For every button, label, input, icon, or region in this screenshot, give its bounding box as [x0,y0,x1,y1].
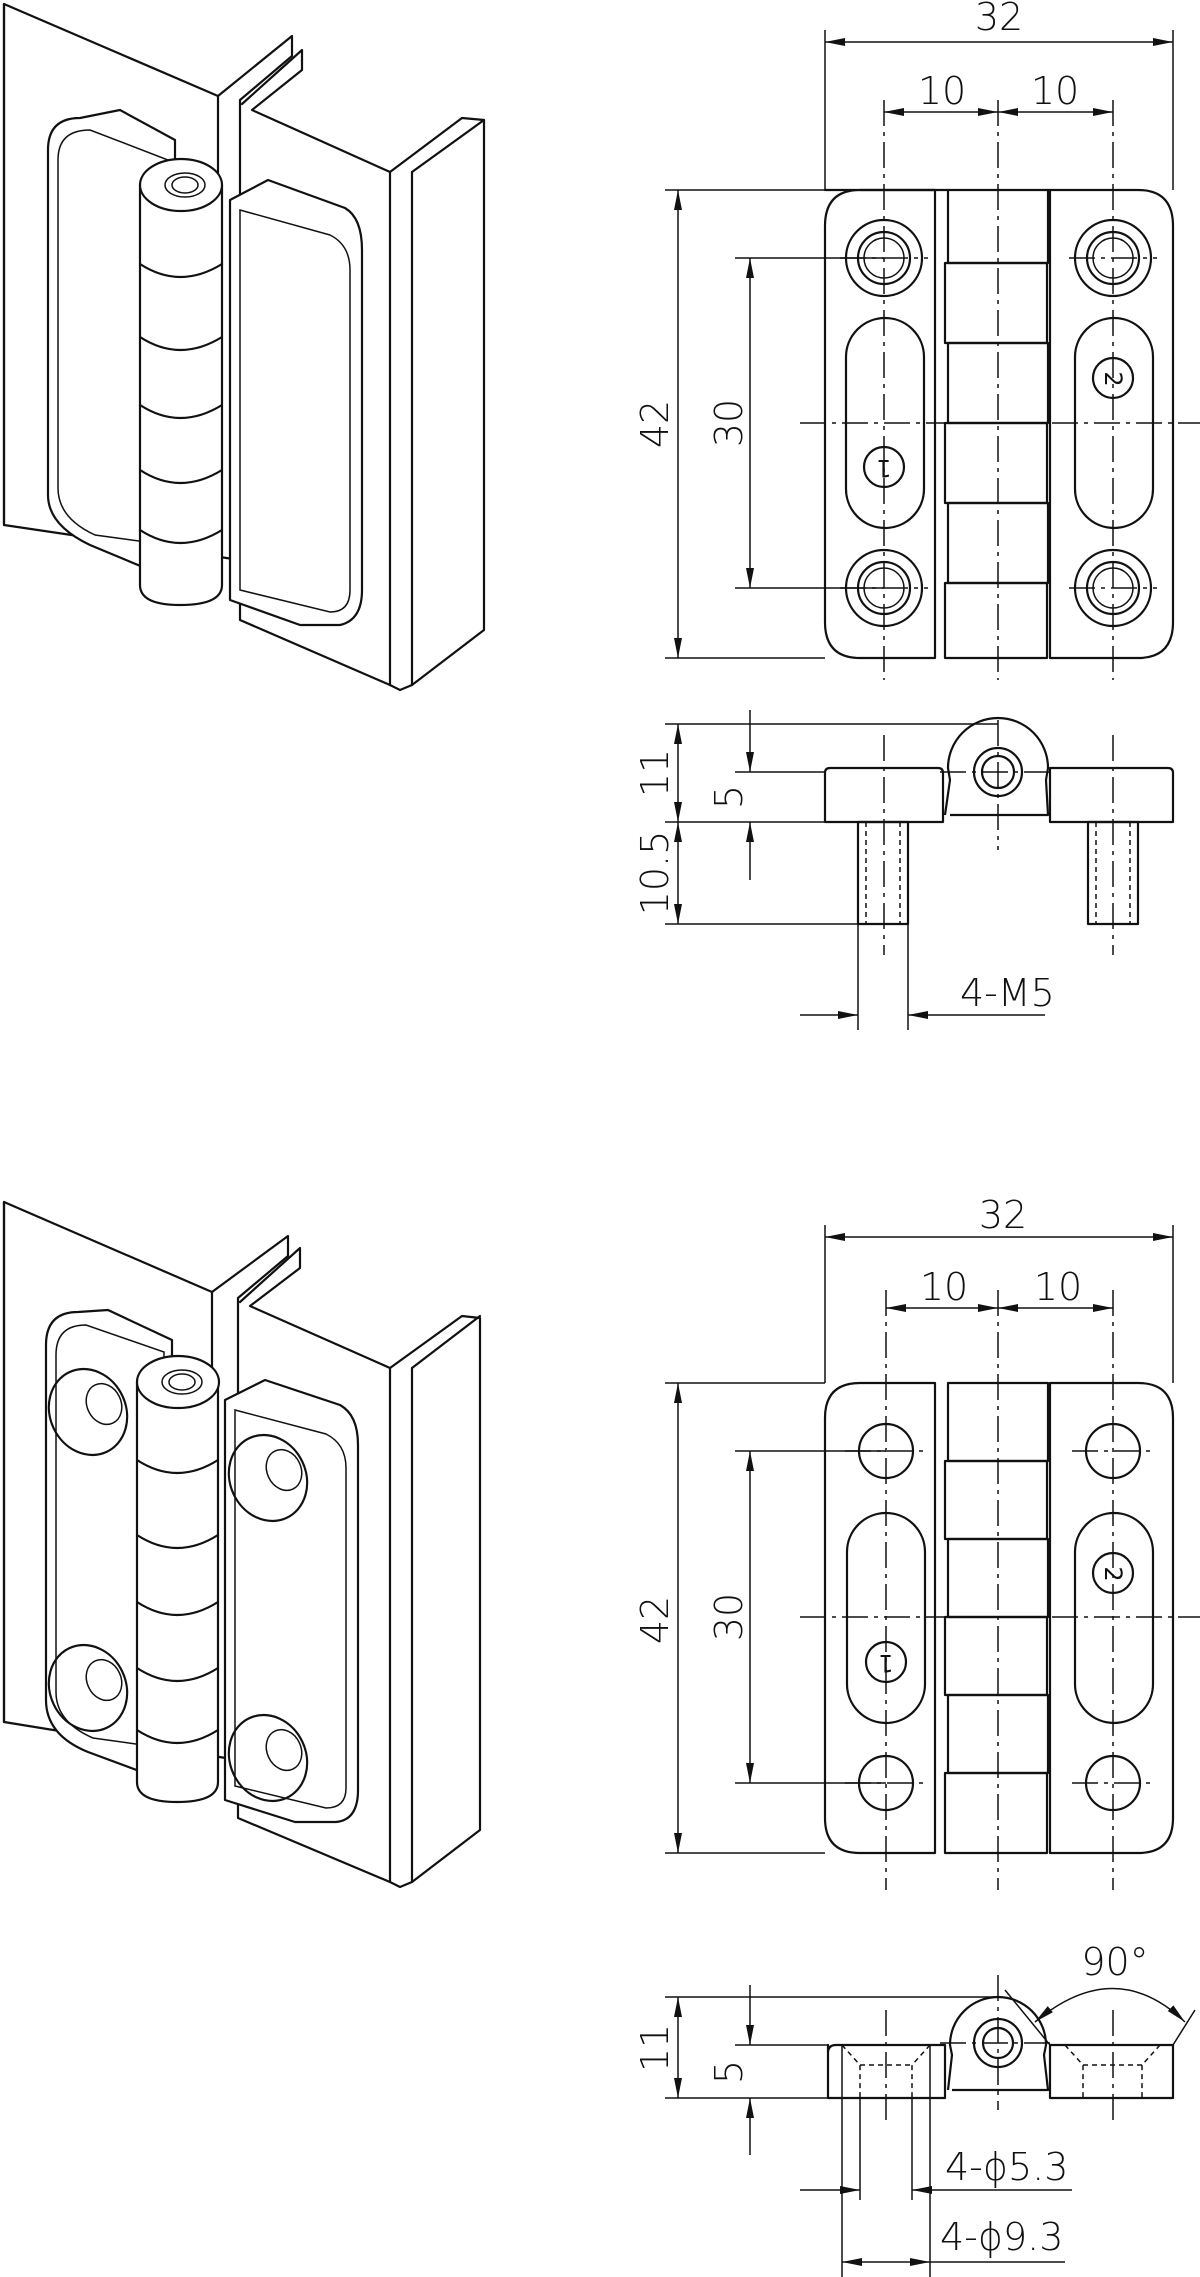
dim-hole-pitch: 30 [707,1593,751,1641]
isometric-view-through-hole-hinge [2,1200,482,1889]
dim-angle: 90° [1081,1940,1148,1984]
countersunk-hole [47,1367,129,1457]
countersunk-hole [227,1433,309,1523]
dim-left-offset: 10 [920,1265,968,1309]
dim-leaf-thickness: 5 [707,785,751,809]
dim-hole-pitch: 30 [707,399,751,447]
dim-stud-length: 10.5 [633,831,677,916]
side-view-stud-hinge: 11 10.5 5 4-M5 [633,710,1175,1030]
dim-total-height: 11 [633,2024,677,2072]
dim-height: 42 [633,400,677,448]
dim-leaf-thickness: 5 [707,2060,751,2084]
dim-height: 42 [633,1596,677,1644]
dim-width: 32 [975,0,1023,39]
dim-hole-diameter: 4-ϕ5.3 [945,2145,1068,2189]
countersunk-hole [47,1643,129,1733]
dim-counterbore-diameter: 4-ϕ9.3 [940,2215,1063,2259]
countersunk-hole [227,1713,309,1803]
side-view-through-hole-hinge: 90° 11 5 4-ϕ5.3 4-ϕ9.3 [633,1940,1196,2277]
dim-total-height: 11 [633,749,677,797]
dim-left-offset: 10 [918,69,966,113]
dim-right-offset: 10 [1031,69,1079,113]
dim-thread: 4-M5 [960,971,1055,1015]
badge-label: 2 [1099,371,1127,386]
badge-label: 1 [878,1649,893,1677]
dim-right-offset: 10 [1034,1265,1082,1309]
isometric-view-stud-hinge [2,2,486,692]
dim-width: 32 [979,1193,1027,1237]
front-view-stud-hinge: 1 2 32 10 10 42 30 [633,0,1200,680]
front-view-through-hole-hinge: 1 2 32 10 10 42 30 [633,1193,1200,1890]
